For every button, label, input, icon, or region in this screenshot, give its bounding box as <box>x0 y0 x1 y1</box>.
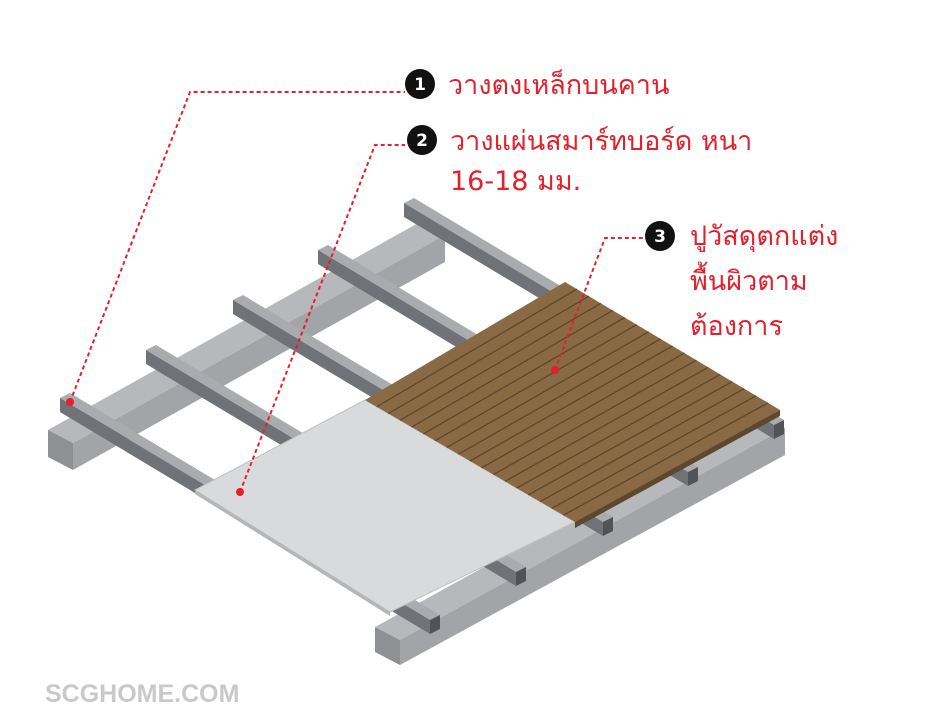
plank-seam <box>563 402 769 516</box>
plank-seam <box>516 373 721 489</box>
plank-seam <box>434 324 637 442</box>
step-3-number: 3 <box>654 227 666 247</box>
plank-seam <box>504 366 709 482</box>
leader-dot-1 <box>66 398 74 406</box>
step-2-number: 2 <box>416 131 428 151</box>
plank-seam <box>376 288 578 408</box>
step-2-badge <box>407 125 437 155</box>
plank-seam <box>458 338 661 455</box>
step-1-badge <box>405 69 435 99</box>
smart-board-edge <box>195 490 390 616</box>
step-1-number: 1 <box>414 75 426 95</box>
step-3-label-line-3: ต้องการ <box>690 311 783 342</box>
plank-seam <box>469 345 673 462</box>
wood-deck <box>365 282 780 528</box>
plank-seam <box>551 395 757 510</box>
step-2-label-line-1: วางแผ่นสมาร์ทบอร์ด หนา <box>450 125 752 157</box>
plank-seam <box>539 388 745 503</box>
step-3-label-line-1: ปูวัสดุตกแต่ง <box>690 221 838 253</box>
plank-seam <box>388 295 590 415</box>
leader-dot-3 <box>551 366 559 374</box>
plank-seam <box>411 309 614 428</box>
step-3-badge <box>645 221 675 251</box>
leader-line-2 <box>239 144 405 493</box>
step-1-label: วางตงเหล็กบนคาน <box>448 67 669 101</box>
plank-seam <box>399 302 602 421</box>
leader-line-3 <box>554 237 645 371</box>
plank-seam <box>481 352 685 469</box>
step-3-label-line-2: พื้นผิวตาม <box>690 261 808 297</box>
plank-seam <box>446 331 649 449</box>
leader-line-1 <box>69 91 405 403</box>
plank-seam <box>423 316 626 435</box>
leader-dot-2 <box>236 488 244 496</box>
step-2-label-line-2: 16-18 มม. <box>450 166 581 197</box>
watermark: SCGHOME.COM <box>45 680 239 708</box>
plank-seam <box>493 359 697 476</box>
plank-seam <box>528 380 733 496</box>
